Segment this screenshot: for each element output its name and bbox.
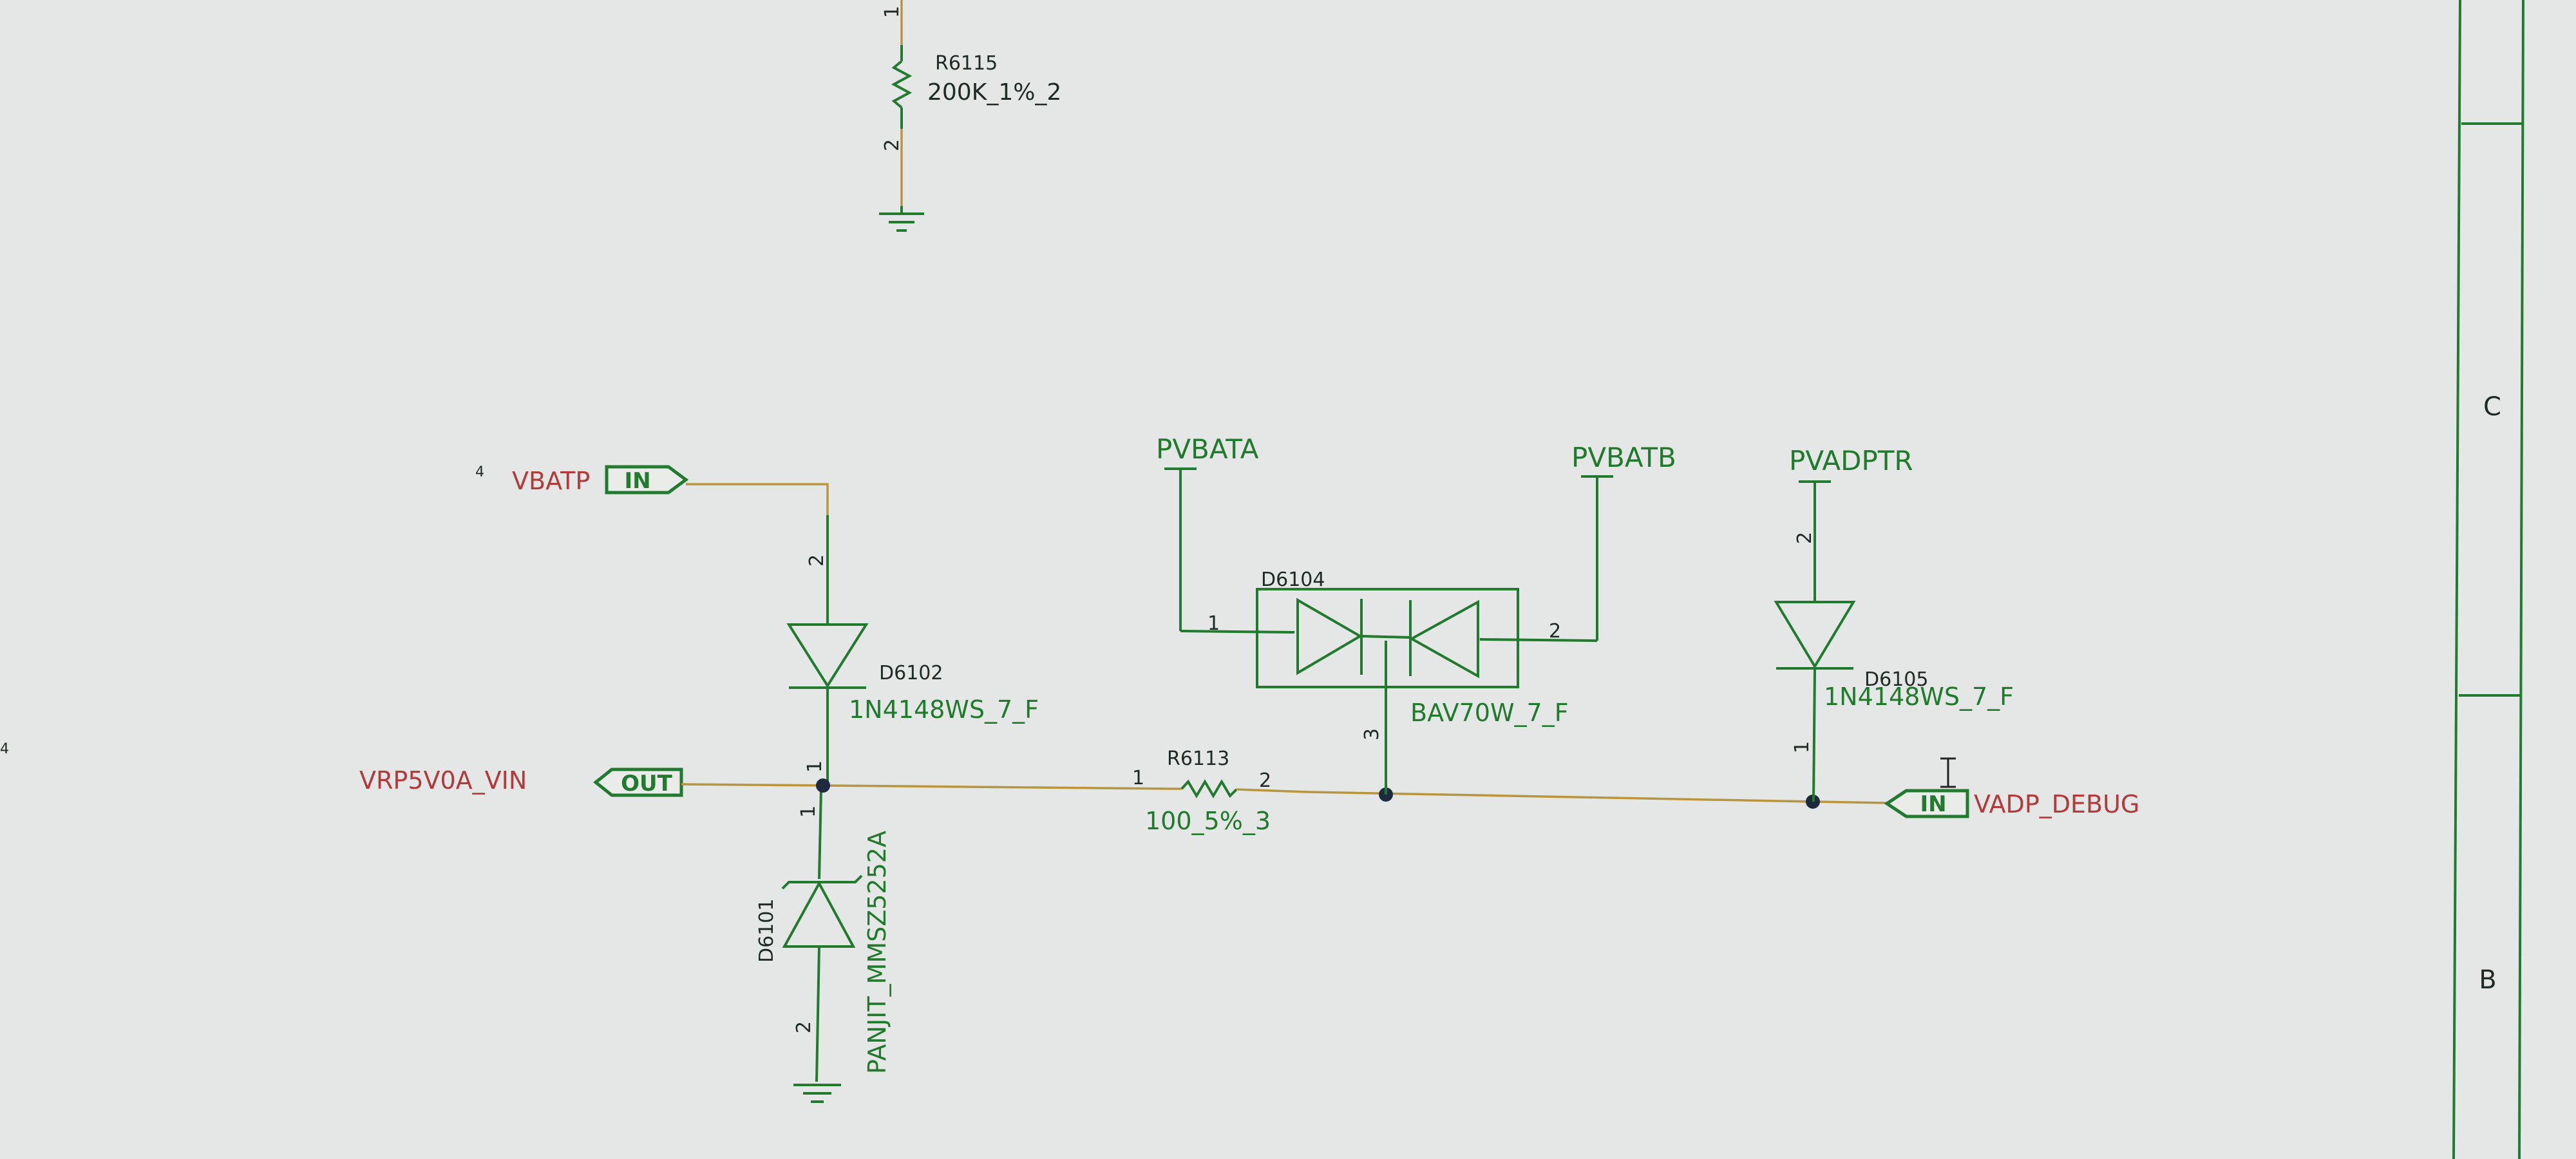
ground-symbol-bottom (793, 1084, 841, 1103)
r6113-pin2: 2 (1259, 769, 1271, 792)
vadp-debug-in-port[interactable]: IN (1884, 789, 1969, 818)
ground-symbol-top (879, 206, 924, 232)
diode-d6105[interactable]: 2 1 D6105 1N4148WS_7_F (1774, 532, 2014, 802)
d6101-pin2: 2 (793, 1021, 815, 1033)
diode-d6102[interactable]: 2 1 D6102 1N4148WS_7_F (786, 515, 1039, 786)
vrp5v0a-vin-out-port[interactable]: OUT (592, 768, 683, 797)
vbatp-page-ref: 4 (475, 464, 484, 480)
d6105-ref: D6105 (1864, 668, 1928, 691)
vrp5v0a-vin-net-label: VRP5V0A_VIN (359, 766, 527, 795)
dual-diode-d6104[interactable]: 1 2 3 D6104 BAV70W_7_F (1180, 569, 1598, 795)
d6102-pin2: 2 (806, 554, 828, 567)
vadp-debug-net-label: VADP_DEBUG (1974, 790, 2139, 818)
r6113-pin1: 1 (1132, 767, 1144, 789)
sheet-border (2452, 0, 2524, 1159)
zone-label-c: C (2483, 392, 2501, 422)
zener-diode-d6101[interactable]: 1 2 D6101 PANJIT_MMSZ5252A (755, 788, 891, 1082)
pvbatb-power-net[interactable]: PVBATB (1571, 442, 1676, 641)
junction-dot (1806, 795, 1820, 809)
r6113-ref: R6113 (1167, 748, 1229, 770)
vbatp-net-label: VBATP (512, 467, 590, 495)
vrp5v0a-port-dir: OUT (621, 771, 673, 796)
d6101-pin1: 1 (797, 806, 820, 818)
d6102-pin1: 1 (804, 760, 826, 773)
d6105-pin1: 1 (1791, 741, 1814, 753)
d6104-pin2: 2 (1549, 620, 1561, 643)
zone-label-b: B (2479, 965, 2496, 995)
r6115-pin2: 2 (881, 139, 904, 151)
vadp-debug-port-dir: IN (1920, 791, 1946, 817)
d6104-pin1: 1 (1208, 612, 1220, 635)
pvadptr-power-net[interactable]: PVADPTR (1789, 445, 1913, 602)
d6104-ref: D6104 (1261, 569, 1325, 591)
pvbata-label: PVBATA (1156, 433, 1259, 465)
junction-dot (816, 778, 830, 793)
vbatp-port-dir: IN (624, 468, 650, 494)
d6104-pin3: 3 (1361, 728, 1383, 740)
vbatp-in-port[interactable]: IN (605, 465, 689, 495)
r6115-ref: R6115 (935, 52, 998, 75)
d6105-pin2: 2 (1794, 532, 1816, 544)
pvbata-power-net[interactable]: PVBATA (1156, 433, 1259, 631)
text-cursor-icon (1940, 757, 1956, 788)
d6102-ref: D6102 (879, 662, 943, 684)
resistor-r6115[interactable]: 1 2 R6115 200K_1%_2 (881, 0, 1061, 206)
d6102-value: 1N4148WS_7_F (849, 695, 1039, 724)
resistor-r6113[interactable]: 1 2 R6113 100_5%_3 (1132, 748, 1308, 835)
d6104-value: BAV70W_7_F (1410, 699, 1569, 727)
d6101-ref: D6101 (755, 899, 778, 963)
r6115-value: 200K_1%_2 (927, 79, 1061, 106)
pvadptr-label: PVADPTR (1789, 445, 1913, 476)
d6101-value: PANJIT_MMSZ5252A (863, 831, 891, 1074)
vrp5v0a-page-ref: 4 (0, 741, 9, 757)
d6105-value: 1N4148WS_7_F (1824, 683, 2014, 711)
r6113-value: 100_5%_3 (1145, 807, 1271, 835)
pvbatb-label: PVBATB (1571, 442, 1676, 473)
r6115-pin1: 1 (881, 6, 904, 18)
